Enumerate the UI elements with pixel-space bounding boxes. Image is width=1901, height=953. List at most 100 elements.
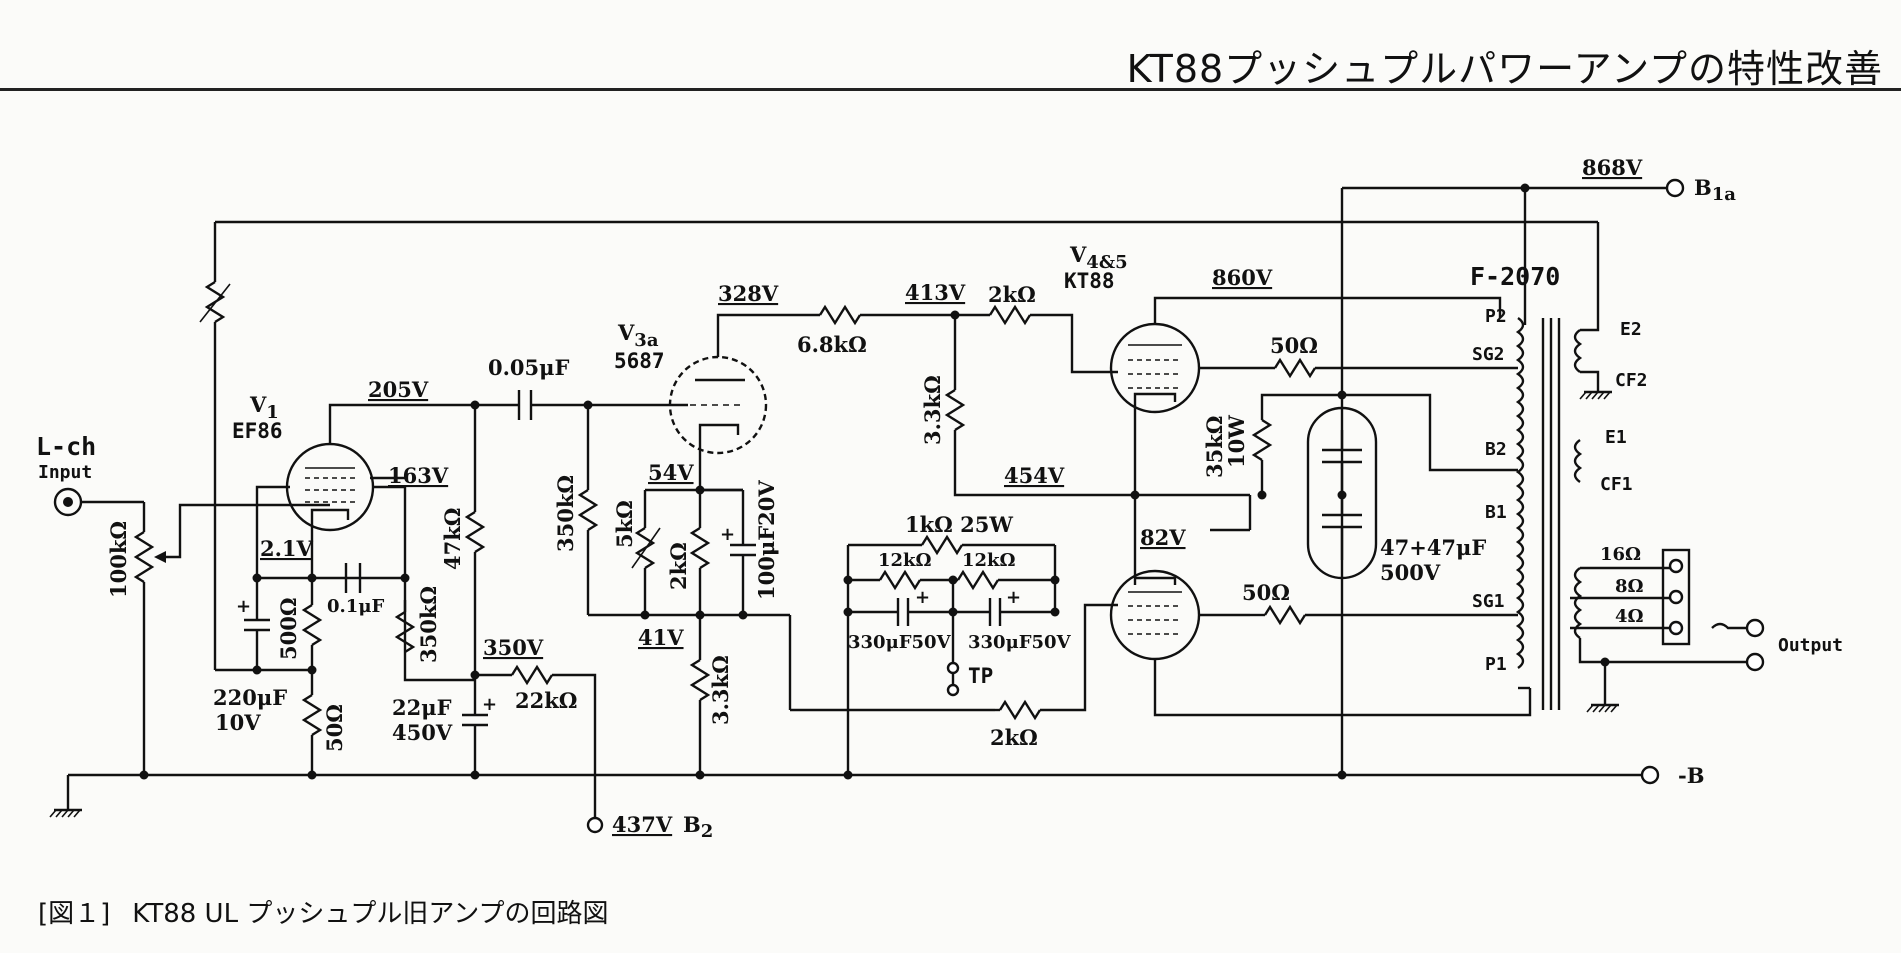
tap-cf1: CF1 (1600, 474, 1633, 495)
cap-100uF (730, 490, 756, 615)
ground-rail (48, 773, 1642, 819)
cap-100uF-plus: + (720, 524, 735, 545)
v1-screen-voltage: 163V (388, 463, 449, 488)
res-50-sg2-label: 50Ω (1270, 333, 1318, 358)
res-22k (475, 664, 597, 818)
res-12k-a-label: 12kΩ (878, 550, 932, 571)
res-50-label: 50Ω (322, 704, 347, 752)
res-2k-bottom-label: 2kΩ (990, 725, 1038, 750)
figure-caption: [図１]KT88 UL プッシュプル旧アンプの回路図 (38, 893, 631, 930)
tap-cf2: CF2 (1615, 370, 1648, 391)
res-1k-25w-label: 1kΩ 25W (905, 512, 1013, 537)
v3a-type: 5687 (614, 349, 665, 373)
v3a-name: V3a (617, 320, 659, 351)
pot-5k (631, 490, 661, 615)
tap-e2: E2 (1620, 319, 1642, 340)
cap-47-47uF-label: 47+47μF (1380, 535, 1486, 560)
res-2k-top-label: 2kΩ (988, 282, 1036, 307)
b2-label: B2 (683, 812, 713, 842)
test-points[interactable] (946, 661, 960, 697)
input-jack[interactable] (53, 487, 83, 517)
res-2k-top (955, 304, 1118, 374)
b2-voltage: 437V (612, 812, 673, 837)
res-50-sg1-label: 50Ω (1242, 580, 1290, 605)
speaker-tap-block[interactable] (1661, 548, 1691, 646)
cap-0.05uF-label: 0.05μF (488, 355, 570, 380)
tap-8ohm: 8Ω (1615, 576, 1644, 597)
tp-label: TP (968, 664, 993, 688)
res-35k-label: 35kΩ (1202, 416, 1227, 478)
input-sub-label: Input (38, 462, 92, 483)
circuit-schematic: L-ch Input 100kΩ V1 EF86 205V 163V 2.1V … (36, 155, 1843, 842)
res-2k-bottom (995, 603, 1118, 721)
minus-b-label: -B (1678, 763, 1704, 788)
b1a-label: B1a (1694, 175, 1736, 205)
cap-22uF (462, 713, 488, 775)
res-500-label: 500Ω (276, 597, 301, 660)
res-500 (301, 578, 323, 775)
res-35k-10w (1251, 393, 1518, 495)
res-22k-label: 22kΩ (515, 688, 577, 713)
output-terminals[interactable] (1711, 618, 1765, 672)
node-350v: 350V (483, 635, 544, 660)
v1-wiring (255, 403, 480, 682)
res-35k-watt-label: 10W (1224, 415, 1249, 468)
res-47k-label: 47kΩ (440, 508, 465, 570)
junction-dots (139, 183, 1610, 780)
figure-caption-text: KT88 UL プッシュプル旧アンプの回路図 (132, 899, 609, 929)
node-454v: 454V (1004, 463, 1065, 488)
res-350k-a (394, 600, 416, 654)
tube-v5 (1109, 569, 1201, 661)
v1-cathode-voltage: 2.1V (260, 536, 314, 561)
res-12k-b-label: 12kΩ (962, 550, 1016, 571)
volume-pot[interactable] (81, 500, 330, 775)
b1a-terminal[interactable] (1665, 178, 1685, 198)
v1-name: V1 (249, 392, 279, 423)
v1-type: EF86 (232, 419, 283, 443)
b1a-supply (1342, 186, 1668, 325)
node-41v: 41V (638, 625, 684, 650)
res-50-sg2 (1273, 357, 1518, 379)
b1a-voltage: 868V (1582, 155, 1643, 180)
cap-22uF-label: 22μF (392, 695, 452, 720)
b2-terminal[interactable] (586, 816, 604, 834)
page-title: KT88プッシュプルパワーアンプの特性改善 (1126, 47, 1883, 91)
v3a-plate-voltage: 328V (718, 281, 779, 306)
tap-p1: P1 (1485, 654, 1507, 675)
header-rule (0, 88, 1901, 91)
minus-b-terminal[interactable] (1640, 765, 1660, 785)
cap-220uF-label: 220μF (213, 685, 287, 710)
feedback-line (199, 220, 1600, 672)
res-47k (464, 405, 486, 715)
res-350k-b (577, 405, 790, 617)
cap-100uF-label: 100μF20V (754, 480, 779, 600)
cap-220uF (244, 610, 270, 670)
tap-b2: B2 (1485, 439, 1507, 460)
res-350k-a-label: 350kΩ (416, 586, 441, 663)
v1-plate-voltage: 205V (368, 377, 429, 402)
cap-330uF-a-label: 330μF50V (848, 632, 952, 653)
tap-4ohm: 4Ω (1615, 606, 1644, 627)
cap-22uF-plus: + (482, 694, 497, 715)
tap-b1: B1 (1485, 502, 1507, 523)
output-label: Output (1778, 635, 1843, 656)
res-6.8k-label: 6.8kΩ (797, 332, 867, 357)
res-3.3k-a (944, 315, 1250, 497)
v45-type: KT88 (1064, 269, 1115, 293)
tap-e1: E1 (1605, 427, 1627, 448)
output-transformer (1515, 270, 1614, 710)
cap-330uF-b-plus: + (1006, 587, 1021, 608)
volume-pot-label: 100kΩ (106, 521, 131, 598)
node-82v: 82V (1140, 525, 1186, 550)
input-label: L-ch (36, 432, 96, 461)
secondary-wiring (1570, 566, 1748, 714)
ot-label: F-2070 (1470, 262, 1560, 291)
cap-330uF-b-label: 330μF50V (968, 632, 1072, 653)
res-6.8k (818, 304, 955, 326)
cap-220uF-voltage: 10V (215, 710, 261, 735)
node-413v: 413V (905, 280, 966, 305)
tap-sg1: SG1 (1472, 591, 1505, 612)
output-tube-wiring (1133, 296, 1532, 717)
cap-0.05uF (480, 390, 688, 420)
cap-22uF-voltage: 450V (392, 720, 453, 745)
